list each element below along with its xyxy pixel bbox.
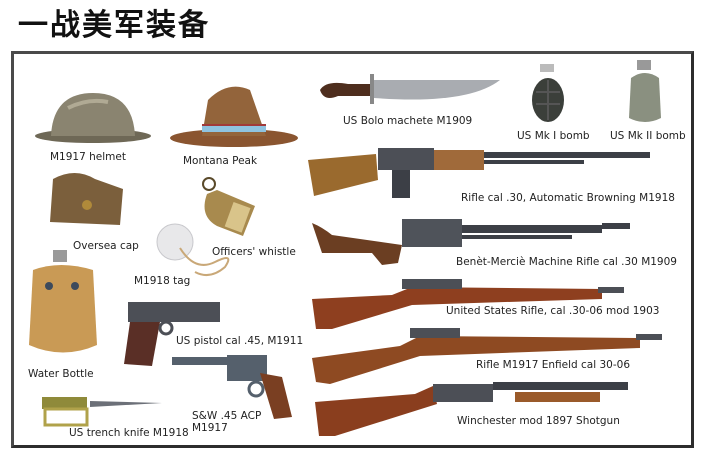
pistol-label: US pistol cal .45, M1911 [176,335,304,347]
bolo-machete-label: US Bolo machete M1909 [343,115,473,127]
mk1-grenade-label: US Mk I bomb [517,130,590,142]
pistol-image [118,300,223,368]
revolver-label-line1: S&W .45 ACP [192,410,262,422]
trench-knife-image [40,395,165,430]
trench-knife-label: US trench knife M1918 [69,427,189,439]
winchester-1897-image [315,378,635,440]
bar-rifle-image [308,140,653,202]
benet-mercie-label: Benèt-Merciè Machine Rifle cal .30 M1909 [456,256,677,268]
mk1-grenade-image [528,62,568,124]
tag-label: M1918 tag [134,275,191,287]
helmet-image [33,88,153,146]
mk2-grenade-label: US Mk II bomb [610,130,686,142]
water-bottle-label: Water Bottle [28,368,94,380]
oversea-cap-image [45,167,127,229]
revolver-label-line2: M1917 [192,422,228,434]
enfield-m1917-image [310,322,665,387]
mk2-grenade-image [625,58,665,126]
springfield-1903-label: United States Rifle, cal .30-06 mod 1903 [446,305,660,317]
bolo-machete-image [318,70,503,105]
revolver-image [172,355,294,421]
page-title: 一战美军装备 [18,8,210,43]
bar-rifle-label: Rifle cal .30, Automatic Browning M1918 [461,192,675,204]
whistle-label: Officers' whistle [212,246,296,258]
tag-image [155,222,240,284]
enfield-m1917-label: Rifle M1917 Enfield cal 30-06 [476,359,630,371]
montana-peak-image [168,80,300,148]
oversea-cap-label: Oversea cap [73,240,139,252]
montana-peak-label: Montana Peak [183,155,258,167]
winchester-1897-label: Winchester mod 1897 Shotgun [457,415,620,427]
water-bottle-image [25,250,100,360]
helmet-label: M1917 helmet [50,151,126,163]
benet-mercie-image [302,213,632,273]
springfield-1903-image [312,273,627,331]
whistle-image [197,176,257,238]
